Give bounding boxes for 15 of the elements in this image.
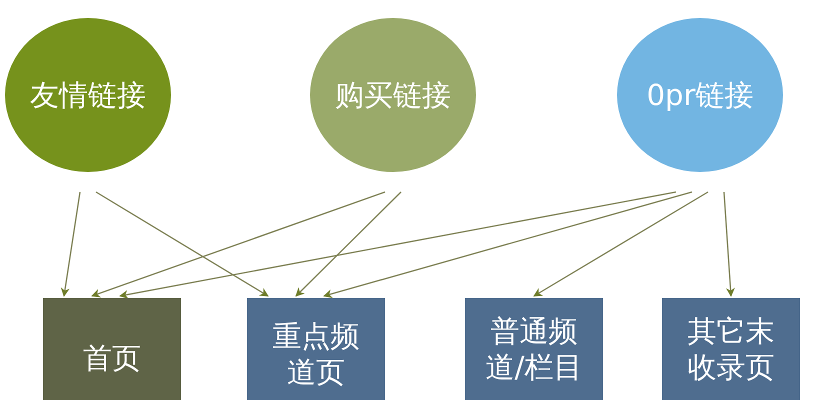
page-box: 重点频道页 bbox=[247, 298, 385, 400]
arrow bbox=[96, 191, 269, 297]
arrow bbox=[323, 191, 692, 298]
arrow bbox=[533, 191, 708, 297]
arrow bbox=[119, 191, 676, 299]
page-box: 首页 bbox=[43, 298, 181, 400]
link-circle: 友情链接 bbox=[5, 18, 171, 172]
arrow bbox=[295, 192, 402, 297]
link-circle: 购买链接 bbox=[310, 18, 476, 172]
arrow bbox=[60, 192, 81, 297]
arrow bbox=[91, 191, 386, 298]
page-box: 其它末收录页 bbox=[662, 298, 800, 400]
arrow bbox=[723, 192, 735, 297]
page-box: 普通频道/栏目 bbox=[465, 298, 603, 400]
link-circle: 0pr链接 bbox=[617, 18, 783, 172]
